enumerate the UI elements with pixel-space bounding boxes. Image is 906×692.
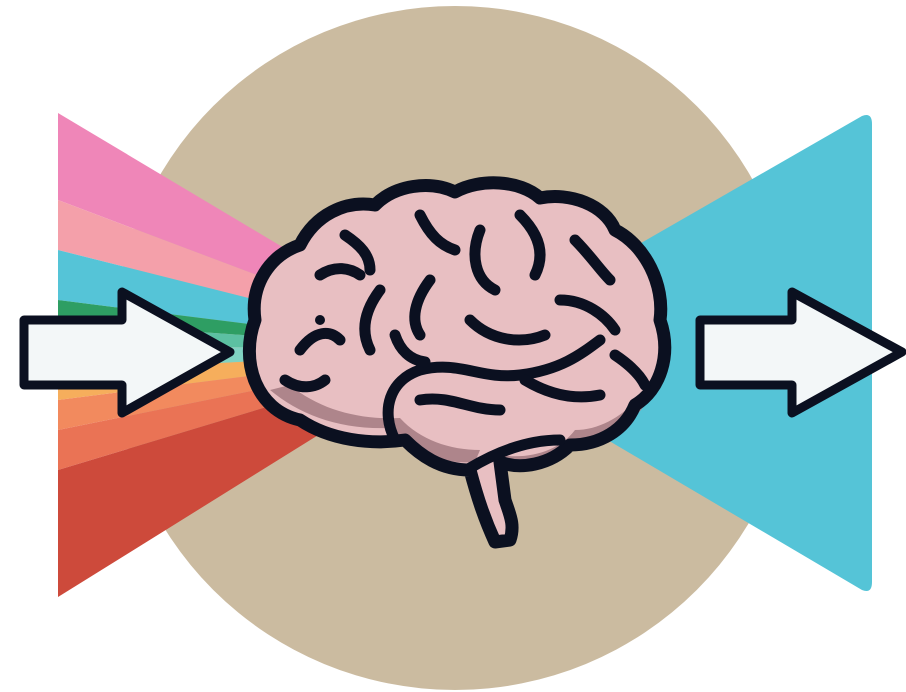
brain-icon xyxy=(242,176,672,549)
output-arrow-icon xyxy=(695,287,906,418)
input-arrow-icon xyxy=(19,287,235,418)
